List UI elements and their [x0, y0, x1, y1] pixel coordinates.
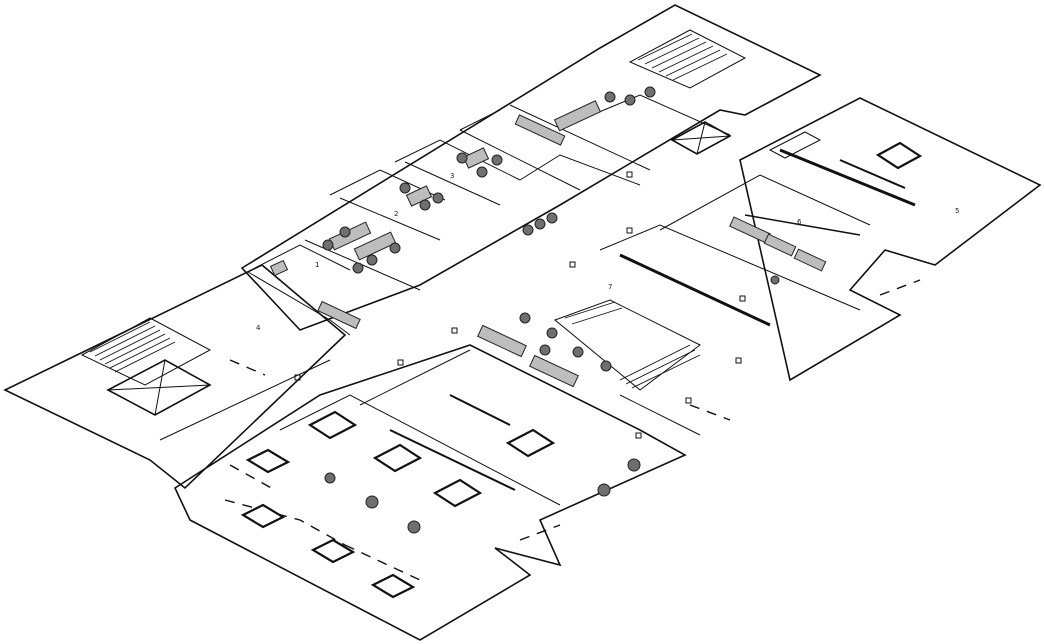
room-labels: 1 2 3 4 5 6 7	[256, 172, 959, 332]
room-label-2: 2	[394, 210, 398, 218]
outer-wall-lobby	[173, 344, 687, 641]
elevator-left	[106, 359, 212, 416]
elevator-top	[670, 121, 732, 155]
room-label-4: 4	[256, 324, 261, 332]
room-label-1: 1	[315, 261, 319, 269]
ceiling-panels	[240, 141, 923, 599]
column-markers	[294, 171, 746, 439]
lobby-furniture	[324, 216, 827, 534]
room-label-6: 6	[797, 218, 802, 226]
fixture-bars	[389, 148, 916, 491]
room-label-7: 7	[608, 283, 612, 291]
outer-wall-upper-wing	[240, 4, 822, 331]
stair-right	[768, 131, 822, 159]
stair-top	[628, 29, 747, 89]
outer-wall-right-wing	[739, 97, 1042, 382]
outer-wall-left-wing	[3, 264, 347, 490]
room-label-5: 5	[955, 207, 959, 215]
building-outline	[3, 4, 1042, 641]
office-furniture	[269, 86, 656, 330]
room-label-3: 3	[450, 172, 454, 180]
stair-left	[80, 317, 212, 386]
stair-center	[554, 299, 701, 391]
dashed-lines	[224, 279, 921, 581]
